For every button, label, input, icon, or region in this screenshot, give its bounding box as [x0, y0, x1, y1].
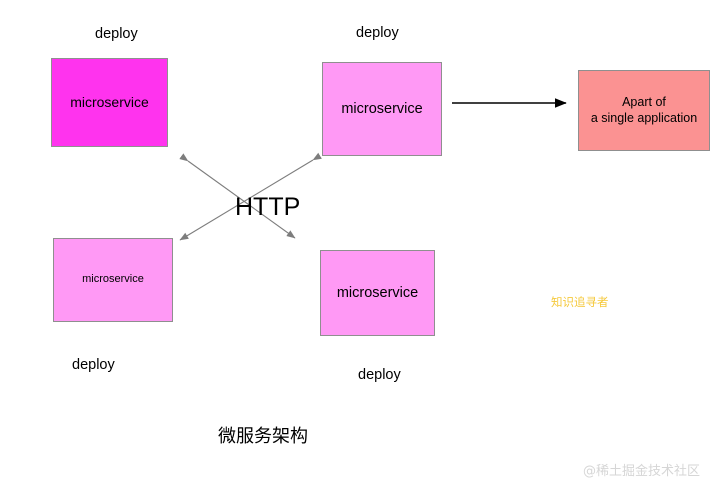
deploy-label-top-middle: deploy — [356, 25, 399, 41]
community-watermark: @稀土掘金技术社区 — [583, 464, 701, 479]
single-application-line-2: a single application — [590, 110, 698, 125]
author-watermark: 知识追寻者 — [551, 295, 609, 309]
microservice-box-bottom-middle: microservice — [320, 250, 435, 336]
diagram-title: 微服务架构 — [218, 426, 308, 447]
single-application-box: Apart of a single application — [578, 70, 710, 151]
microservice-box-top-left: microservice — [51, 58, 168, 147]
microservice-box-label: microservice — [336, 284, 419, 301]
microservice-box-top-middle: microservice — [322, 62, 442, 156]
single-application-text: Apart of a single application — [591, 95, 697, 126]
microservice-box-label: microservice — [82, 273, 144, 286]
single-application-line-1: Apart of — [622, 94, 666, 109]
http-protocol-label: HTTP — [235, 193, 301, 221]
microservice-box-label: microservice — [341, 100, 423, 117]
deploy-label-bottom-middle: deploy — [358, 367, 401, 383]
microservice-box-bottom-left: microservice — [53, 238, 173, 322]
deploy-label-bottom-left: deploy — [72, 357, 115, 373]
microservice-box-label: microservice — [70, 93, 149, 110]
deploy-label-top-left: deploy — [95, 26, 138, 42]
